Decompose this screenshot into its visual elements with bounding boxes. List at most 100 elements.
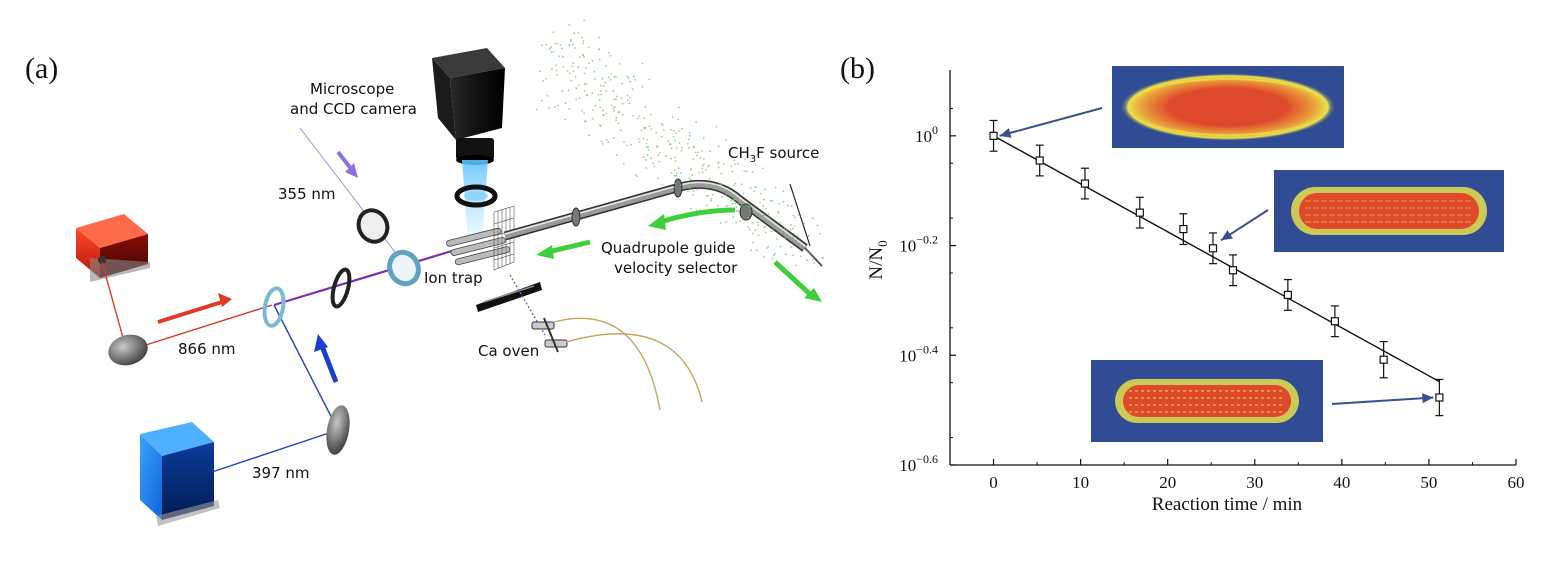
molecule-dot xyxy=(581,36,583,39)
molecule-dot xyxy=(647,149,650,151)
molecule-dot xyxy=(571,65,574,68)
molecule-dot xyxy=(692,190,695,193)
molecule-dot xyxy=(763,198,766,201)
molecule-dot xyxy=(769,215,771,218)
molecule-dot xyxy=(582,40,585,42)
molecule-dot xyxy=(628,96,631,99)
molecule-dot xyxy=(672,136,675,138)
molecule-dot xyxy=(583,72,586,75)
molecule-dot xyxy=(609,78,612,81)
molecule-dot xyxy=(689,134,691,137)
molecule-dot xyxy=(793,232,795,235)
molecule-dot xyxy=(630,143,633,146)
molecule-dot xyxy=(803,222,806,225)
molecule-dot xyxy=(701,167,704,170)
molecule-dot xyxy=(737,202,739,205)
molecule-dot xyxy=(813,262,816,264)
molecule-dot xyxy=(701,171,704,174)
molecule-dot xyxy=(583,83,586,85)
molecule-dot xyxy=(717,204,719,207)
molecule-dot xyxy=(540,99,543,102)
molecule-dot xyxy=(592,109,594,112)
molecule-dot xyxy=(551,68,553,70)
molecule-dot xyxy=(600,90,602,92)
molecule-dot xyxy=(681,146,683,149)
molecule-dot xyxy=(679,184,682,187)
molecule-dot xyxy=(797,235,800,238)
molecule-dot xyxy=(535,108,538,111)
laser-866-box xyxy=(76,214,150,282)
data-point xyxy=(1208,244,1218,253)
molecule-dot xyxy=(672,186,675,189)
arrow-molecules-trap xyxy=(536,239,591,259)
molecule-dot xyxy=(679,172,682,175)
molecule-dot xyxy=(568,23,571,26)
molecule-dot xyxy=(578,97,581,100)
molecule-dot xyxy=(734,182,737,185)
molecule-dot xyxy=(749,187,752,190)
molecule-dot xyxy=(706,194,709,197)
molecule-dot xyxy=(678,142,681,144)
molecule-dot xyxy=(735,221,738,224)
arrow-head xyxy=(999,128,1012,138)
molecule-dot xyxy=(774,253,776,255)
molecule-dot xyxy=(643,126,646,129)
x-tick-label: 40 xyxy=(1333,473,1350,492)
molecule-dot xyxy=(678,130,681,133)
molecule-dot xyxy=(735,209,738,212)
molecule-dot xyxy=(674,132,677,135)
molecule-dot xyxy=(757,224,760,227)
molecule-dot xyxy=(615,75,617,78)
molecule-dot xyxy=(774,186,777,189)
molecule-dot xyxy=(739,205,742,208)
molecule-dot xyxy=(566,70,569,72)
molecule-dot xyxy=(638,115,641,117)
molecule-dot xyxy=(584,120,587,123)
molecule-dot xyxy=(588,62,590,65)
molecule-dot xyxy=(757,234,760,237)
molecule-dot xyxy=(693,145,695,148)
molecule-dot xyxy=(689,169,692,171)
molecule-dot xyxy=(688,132,691,134)
molecule-dot xyxy=(761,214,764,217)
molecule-dot xyxy=(764,231,767,234)
molecule-dot xyxy=(577,32,580,34)
molecule-dot xyxy=(779,245,782,248)
molecule-dot xyxy=(636,175,638,178)
molecule-dot xyxy=(569,38,572,41)
molecule-dot xyxy=(588,134,591,137)
molecule-dot xyxy=(644,126,647,129)
molecule-dot xyxy=(615,119,617,122)
y-tick-label: 10−0.6 xyxy=(899,452,938,475)
molecule-dot xyxy=(732,216,734,219)
molecule-dot xyxy=(794,216,797,219)
molecule-dot xyxy=(766,247,768,249)
molecule-dot xyxy=(791,227,794,230)
molecule-dot xyxy=(701,150,703,152)
molecule-dot xyxy=(797,213,800,216)
molecule-dot xyxy=(567,89,570,92)
molecule-dot xyxy=(579,56,581,59)
molecule-dot xyxy=(577,66,580,69)
apparatus-schematic xyxy=(76,19,824,526)
insets xyxy=(999,66,1504,442)
molecule-dot xyxy=(672,129,675,132)
molecule-dot xyxy=(792,214,795,217)
molecule-dot xyxy=(649,113,652,116)
molecule-dot xyxy=(558,55,560,58)
molecule-dot xyxy=(652,162,654,165)
molecule-dot xyxy=(650,157,653,160)
molecule-dot xyxy=(782,190,785,193)
molecule-dot xyxy=(673,182,676,185)
data-point xyxy=(989,131,998,140)
molecule-dot xyxy=(642,156,645,159)
mirror-866 xyxy=(108,334,148,366)
arrow-355 xyxy=(336,150,358,178)
arrow-866 xyxy=(157,293,232,324)
data-series xyxy=(989,119,1444,417)
molecule-dot xyxy=(754,229,756,232)
dichroic-mirror xyxy=(262,286,286,328)
